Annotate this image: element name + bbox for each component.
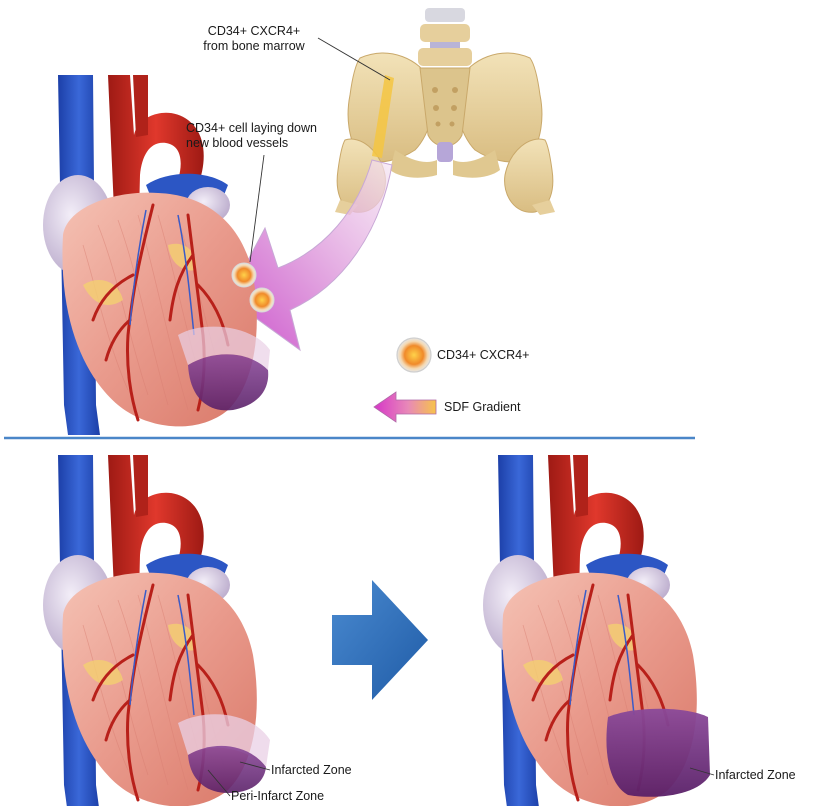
cell-vessels-label: CD34+ cell laying down new blood vessels (186, 121, 317, 151)
peri-infarct-zone-label: Peri-Infarct Zone (231, 789, 324, 804)
cell-vessels-label-line1: CD34+ cell laying down (186, 121, 317, 136)
bone-marrow-label-line1: CD34+ CXCR4+ (188, 24, 320, 39)
heart-infarct-left (43, 455, 270, 806)
infarcted-zone-label-right: Infarcted Zone (715, 768, 796, 783)
heart-infarct-right (483, 455, 710, 806)
cell-vessels-label-line2: new blood vessels (186, 136, 317, 151)
progression-arrow (332, 580, 428, 700)
legend-cell-label: CD34+ CXCR4+ (437, 348, 529, 363)
bone-marrow-label-line2: from bone marrow (188, 39, 320, 54)
infarcted-zone-label-left: Infarcted Zone (271, 763, 352, 778)
bone-marrow-label: CD34+ CXCR4+ from bone marrow (188, 24, 320, 54)
legend-gradient-label: SDF Gradient (444, 400, 520, 415)
legend-sdf-gradient-arrow (374, 392, 436, 422)
legend-cell-icon (397, 338, 431, 372)
